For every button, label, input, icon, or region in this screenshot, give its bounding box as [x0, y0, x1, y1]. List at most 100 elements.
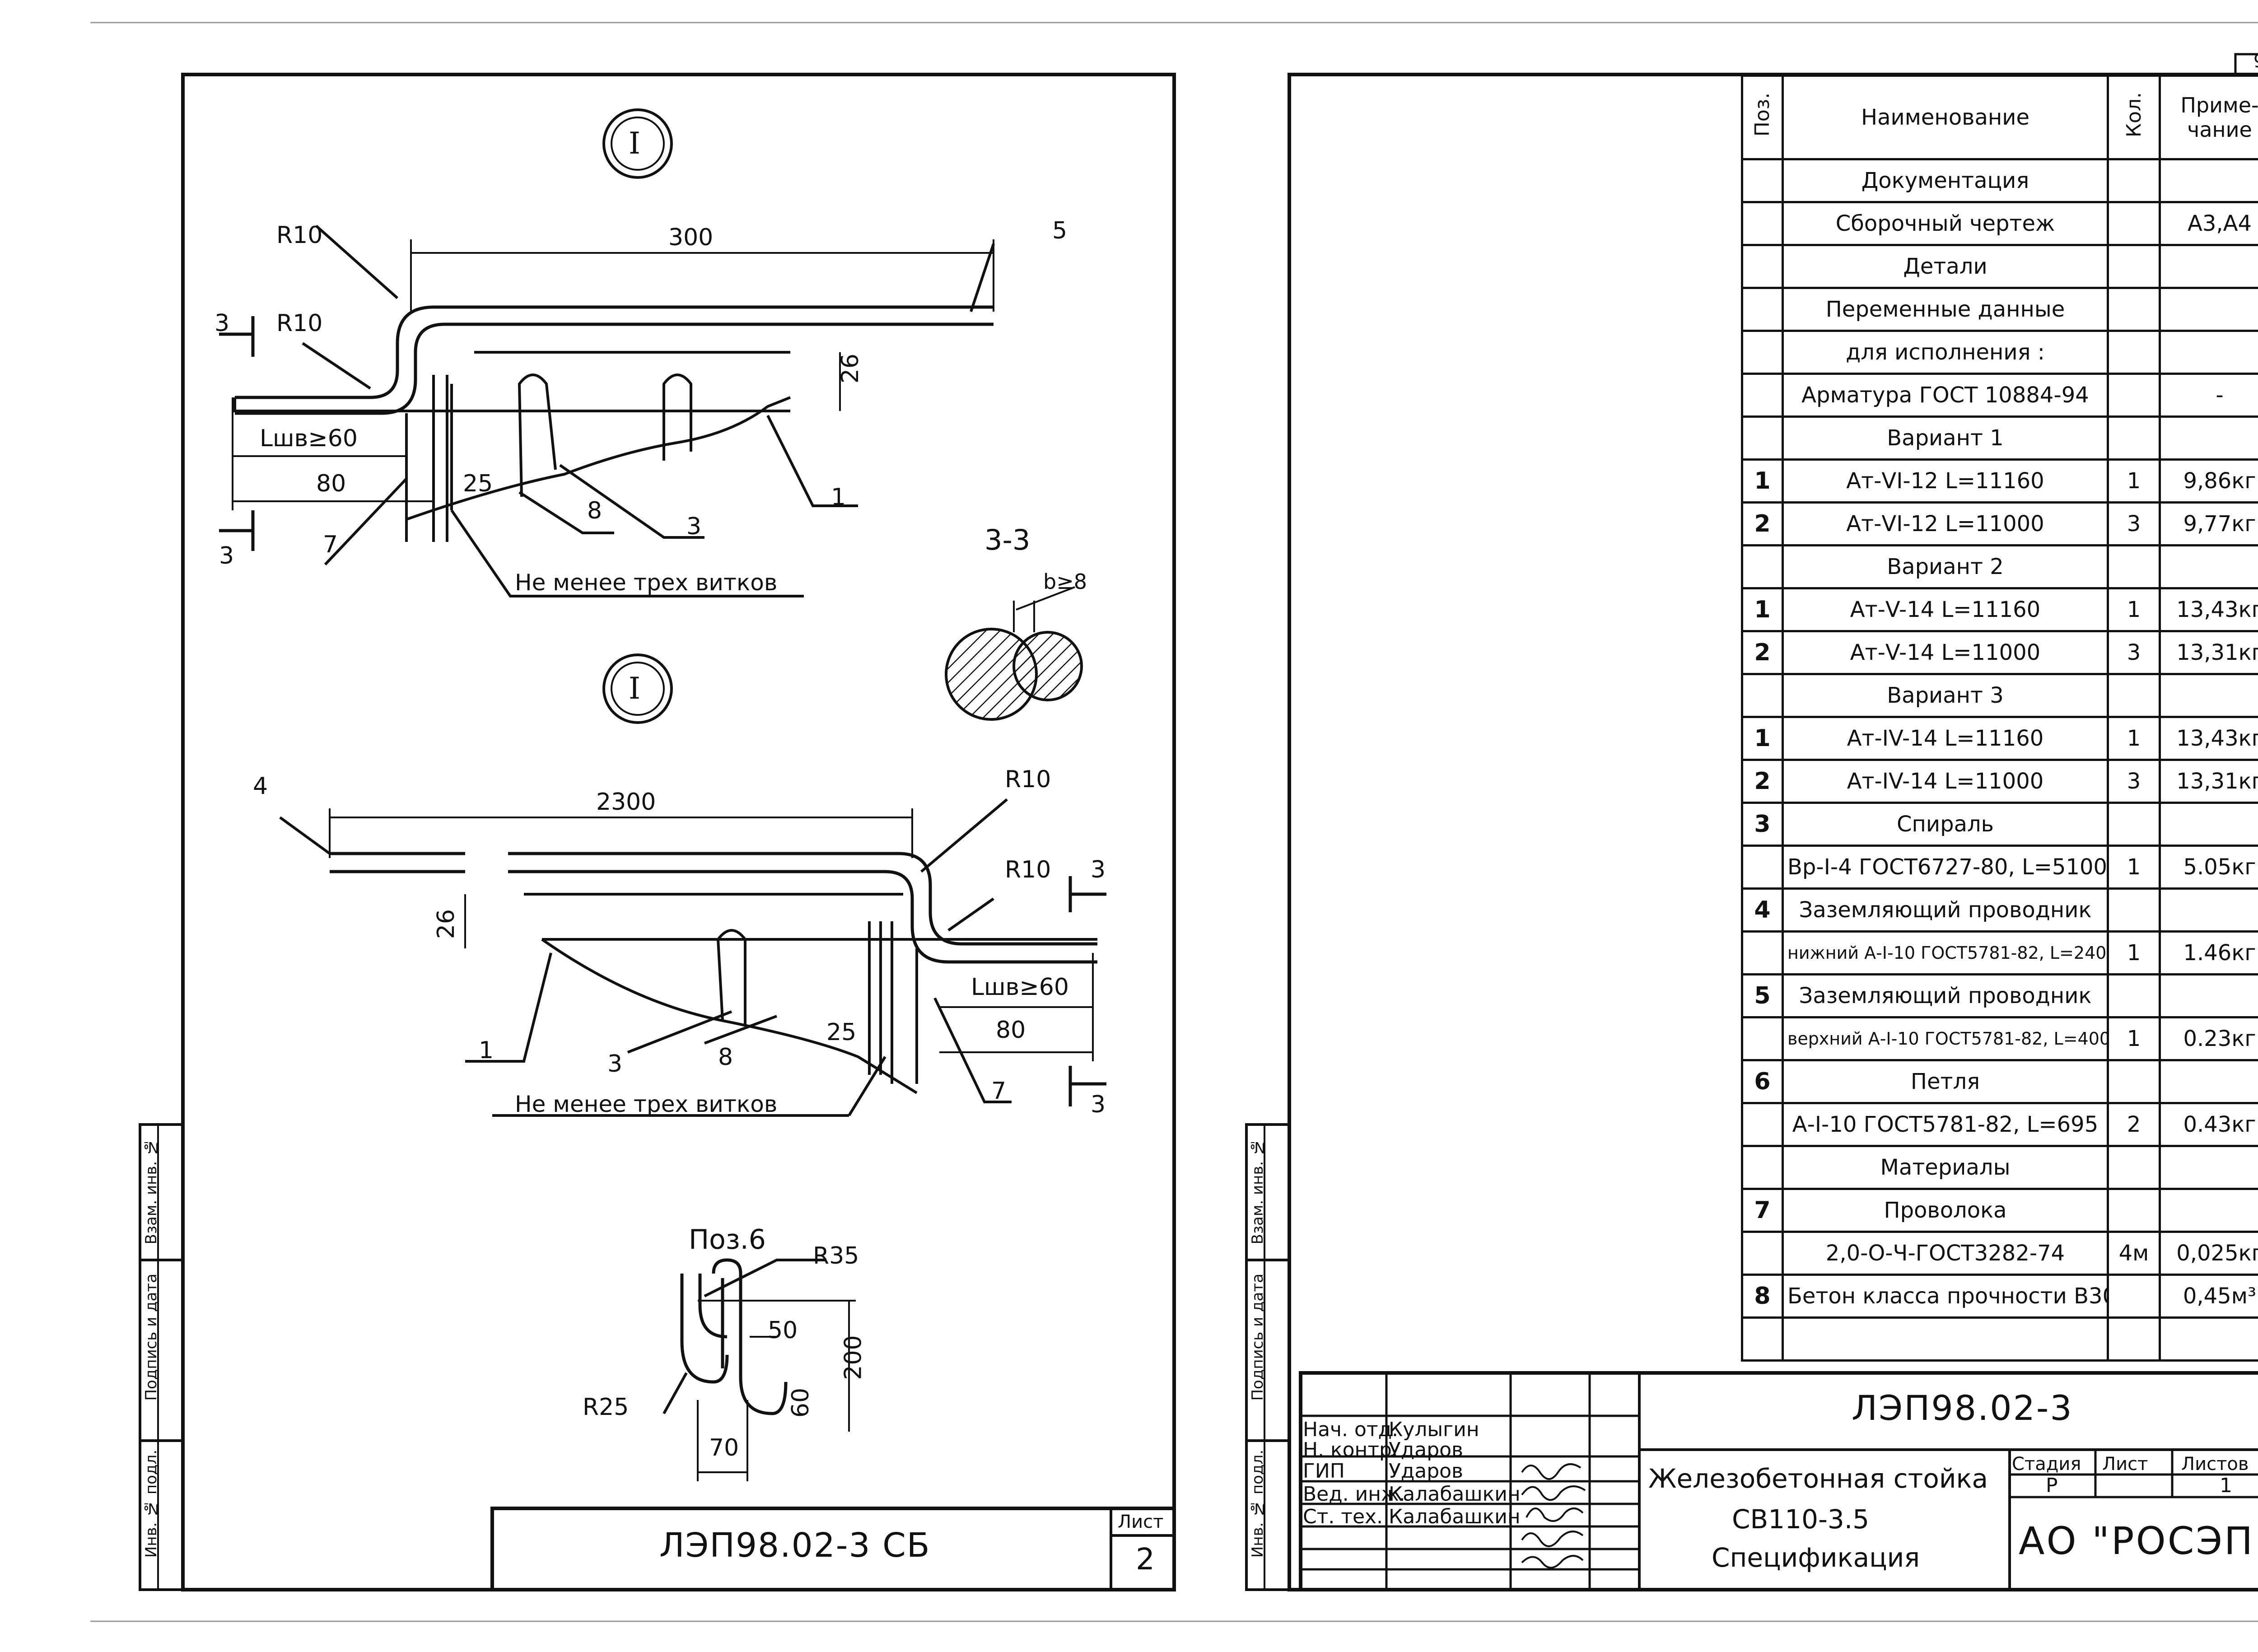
- cell-name: Спираль: [1782, 802, 2109, 847]
- dim-r10-bottom-b: R10: [1005, 856, 1051, 883]
- cell-name: Документация: [1782, 158, 2109, 203]
- dim-r10-bottom-a: R10: [1005, 766, 1051, 793]
- cell-name: Ат-IV-14 L=11000: [1782, 759, 2109, 804]
- cell-qty: [2107, 373, 2161, 418]
- loop-r35: R35: [813, 1242, 859, 1269]
- cell-note: 9,77кг: [2159, 501, 2258, 546]
- detail-marker-bottom: I: [629, 671, 641, 706]
- cell-qty: [2107, 1145, 2161, 1190]
- cell-note: [2159, 1145, 2258, 1190]
- cell-name: Детали: [1782, 244, 2109, 289]
- cell-name: Материалы: [1782, 1145, 2109, 1190]
- cell-note: [2159, 287, 2258, 332]
- right-side-label-inv: Инв. № подл.: [1249, 1450, 1267, 1558]
- cell-pos: [1741, 1102, 1784, 1147]
- cell-pos: [1741, 373, 1784, 418]
- stamp-role: Н. контр.: [1303, 1438, 1398, 1461]
- right-stamp-title-1: Железобетонная стойка: [1648, 1463, 1988, 1494]
- cell-qty: [2107, 673, 2161, 718]
- dim-80-bottom: 80: [996, 1017, 1026, 1044]
- cell-name: А-I-10 ГОСТ5781-82, L=695: [1782, 1102, 2109, 1147]
- cell-note: [2159, 1188, 2258, 1233]
- cell-pos: [1741, 287, 1784, 332]
- table-row: Вариант 1: [1741, 415, 2258, 461]
- cell-name: Бетон класса прочности В30: [1782, 1274, 2109, 1319]
- cell-qty: [2107, 1274, 2161, 1319]
- dim-25-top: 25: [463, 470, 493, 497]
- pos-3-bottom: 3: [607, 1050, 623, 1078]
- cell-qty: [2107, 287, 2161, 332]
- cell-pos: [1741, 244, 1784, 289]
- pos-8-bottom: 8: [718, 1044, 733, 1071]
- detail-marker-top: I: [629, 126, 641, 161]
- dim-r10-top-a: R10: [276, 222, 323, 249]
- cell-name: Ат-VI-12 L=11160: [1782, 458, 2109, 504]
- cell-pos: 2: [1741, 630, 1784, 675]
- cell-note: 5.05кг: [2159, 845, 2258, 890]
- cell-note: [2159, 1316, 2258, 1362]
- cell-note: А3,А4: [2159, 201, 2258, 246]
- cell-name: [1782, 1316, 2109, 1362]
- cell-qty: 3: [2107, 759, 2161, 804]
- cell-pos: 8: [1741, 1274, 1784, 1319]
- section-3-top-a: 3: [215, 310, 230, 337]
- table-row: Детали: [1741, 244, 2258, 289]
- pos-3-top: 3: [686, 513, 702, 540]
- stamp-person-name: Калабашкин: [1389, 1505, 1521, 1528]
- table-row: [1741, 1316, 2258, 1362]
- cell-qty: [2107, 158, 2161, 203]
- cell-pos: [1741, 1231, 1784, 1276]
- cell-pos: [1741, 201, 1784, 246]
- cell-pos: [1741, 1145, 1784, 1190]
- section-3-bottom-b: 3: [1091, 1091, 1106, 1118]
- right-stamp-title-2: СВ110-3.5: [1732, 1504, 1870, 1535]
- cell-pos: [1741, 1316, 1784, 1362]
- cell-qty: [2107, 330, 2161, 375]
- cell-note: [2159, 673, 2258, 718]
- cell-note: [2159, 244, 2258, 289]
- cell-qty: [2107, 415, 2161, 461]
- dim-25-bottom: 25: [826, 1019, 857, 1046]
- cell-name: нижний А-I-10 ГОСТ5781-82, L=2400: [1782, 930, 2109, 975]
- cell-note: 9,86кг: [2159, 458, 2258, 504]
- stamp-role: Ст. тех.: [1303, 1505, 1383, 1528]
- cell-name: Вр-I-4 ГОСТ6727-80, L=51000: [1782, 845, 2109, 890]
- table-row: Материалы: [1741, 1145, 2258, 1190]
- stamp-person-name: Кулыгин: [1389, 1418, 1479, 1441]
- cell-pos: [1741, 544, 1784, 589]
- cell-note: [2159, 802, 2258, 847]
- cell-note: 13,43кг: [2159, 716, 2258, 761]
- cell-pos: 4: [1741, 887, 1784, 933]
- cell-note: 0,025кг: [2159, 1231, 2258, 1276]
- cell-pos: 6: [1741, 1059, 1784, 1104]
- cell-qty: 1: [2107, 1016, 2161, 1061]
- cell-name: 2,0-О-Ч-ГОСТ3282-74: [1782, 1231, 2109, 1276]
- sheet-corner-number: 9: [2253, 52, 2258, 70]
- cell-qty: 1: [2107, 458, 2161, 504]
- right-stamp-code: ЛЭП98.02-3: [1852, 1388, 2073, 1428]
- cell-pos: [1741, 845, 1784, 890]
- table-row: Вариант 3: [1741, 673, 2258, 718]
- cell-note: [2159, 330, 2258, 375]
- cell-pos: [1741, 930, 1784, 975]
- left-side-label-replace: Взам. инв. №: [142, 1138, 160, 1245]
- right-side-label-sign: Подпись и дата: [1249, 1274, 1267, 1401]
- cell-note: 13,31кг: [2159, 630, 2258, 675]
- cell-qty: [2107, 887, 2161, 933]
- cell-name: Заземляющий проводник: [1782, 887, 2109, 933]
- table-row: для исполнения :: [1741, 330, 2258, 375]
- loop-200: 200: [840, 1335, 867, 1380]
- dim-weld-top: Lшв≥60: [260, 425, 358, 452]
- cell-note: [2159, 887, 2258, 933]
- pos-1-bottom: 1: [479, 1037, 494, 1064]
- cell-name: Вариант 2: [1782, 544, 2109, 589]
- cell-pos: 5: [1741, 973, 1784, 1018]
- cell-note: 1.46кг: [2159, 930, 2258, 975]
